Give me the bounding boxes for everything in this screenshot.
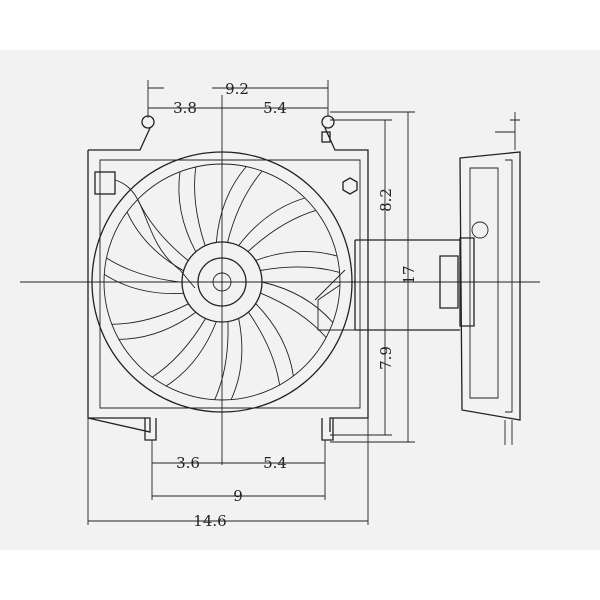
dim-top-left: 3.8 xyxy=(173,99,197,117)
fan-blade xyxy=(103,257,184,295)
hex-nut xyxy=(342,177,358,195)
fan-blade xyxy=(111,303,197,340)
shroud-outline xyxy=(87,127,369,433)
wire-harness xyxy=(114,179,360,331)
fan-blades xyxy=(103,166,340,400)
fan-blade xyxy=(151,318,217,387)
mount-feet xyxy=(144,418,334,441)
dim-right-lower: 7.9 xyxy=(377,346,395,370)
dim-right-upper: 8.2 xyxy=(377,188,395,212)
side-motor xyxy=(439,237,475,327)
dim-overall-height: 17 xyxy=(400,265,418,284)
fan-blade xyxy=(238,197,316,252)
side-marker xyxy=(471,221,489,239)
side-brackets xyxy=(495,112,520,445)
front-view xyxy=(87,115,369,441)
side-shroud xyxy=(459,151,521,421)
connector-left xyxy=(94,171,116,195)
side-frame xyxy=(469,159,513,413)
motor-extension-lines xyxy=(354,239,460,331)
side-view xyxy=(354,112,521,445)
dim-bottom-left: 3.6 xyxy=(176,454,200,472)
mount-tab-right xyxy=(321,115,335,129)
fan-blade xyxy=(260,281,334,338)
dim-bottom-right: 5.4 xyxy=(263,454,287,472)
dimension-lines xyxy=(87,80,415,525)
fan-blade xyxy=(215,166,263,243)
fan-blade xyxy=(255,250,340,273)
dim-top-right: 5.4 xyxy=(263,99,287,117)
fan-blade xyxy=(214,318,243,400)
dim-bottom-mounts: 9 xyxy=(233,487,243,505)
dim-overall-width: 14.6 xyxy=(193,512,226,530)
dim-top-total: 9.2 xyxy=(225,80,249,98)
fan-blade xyxy=(248,303,294,386)
connector-top xyxy=(321,131,331,143)
fan-blade xyxy=(126,199,189,272)
fan-blade xyxy=(178,166,206,253)
